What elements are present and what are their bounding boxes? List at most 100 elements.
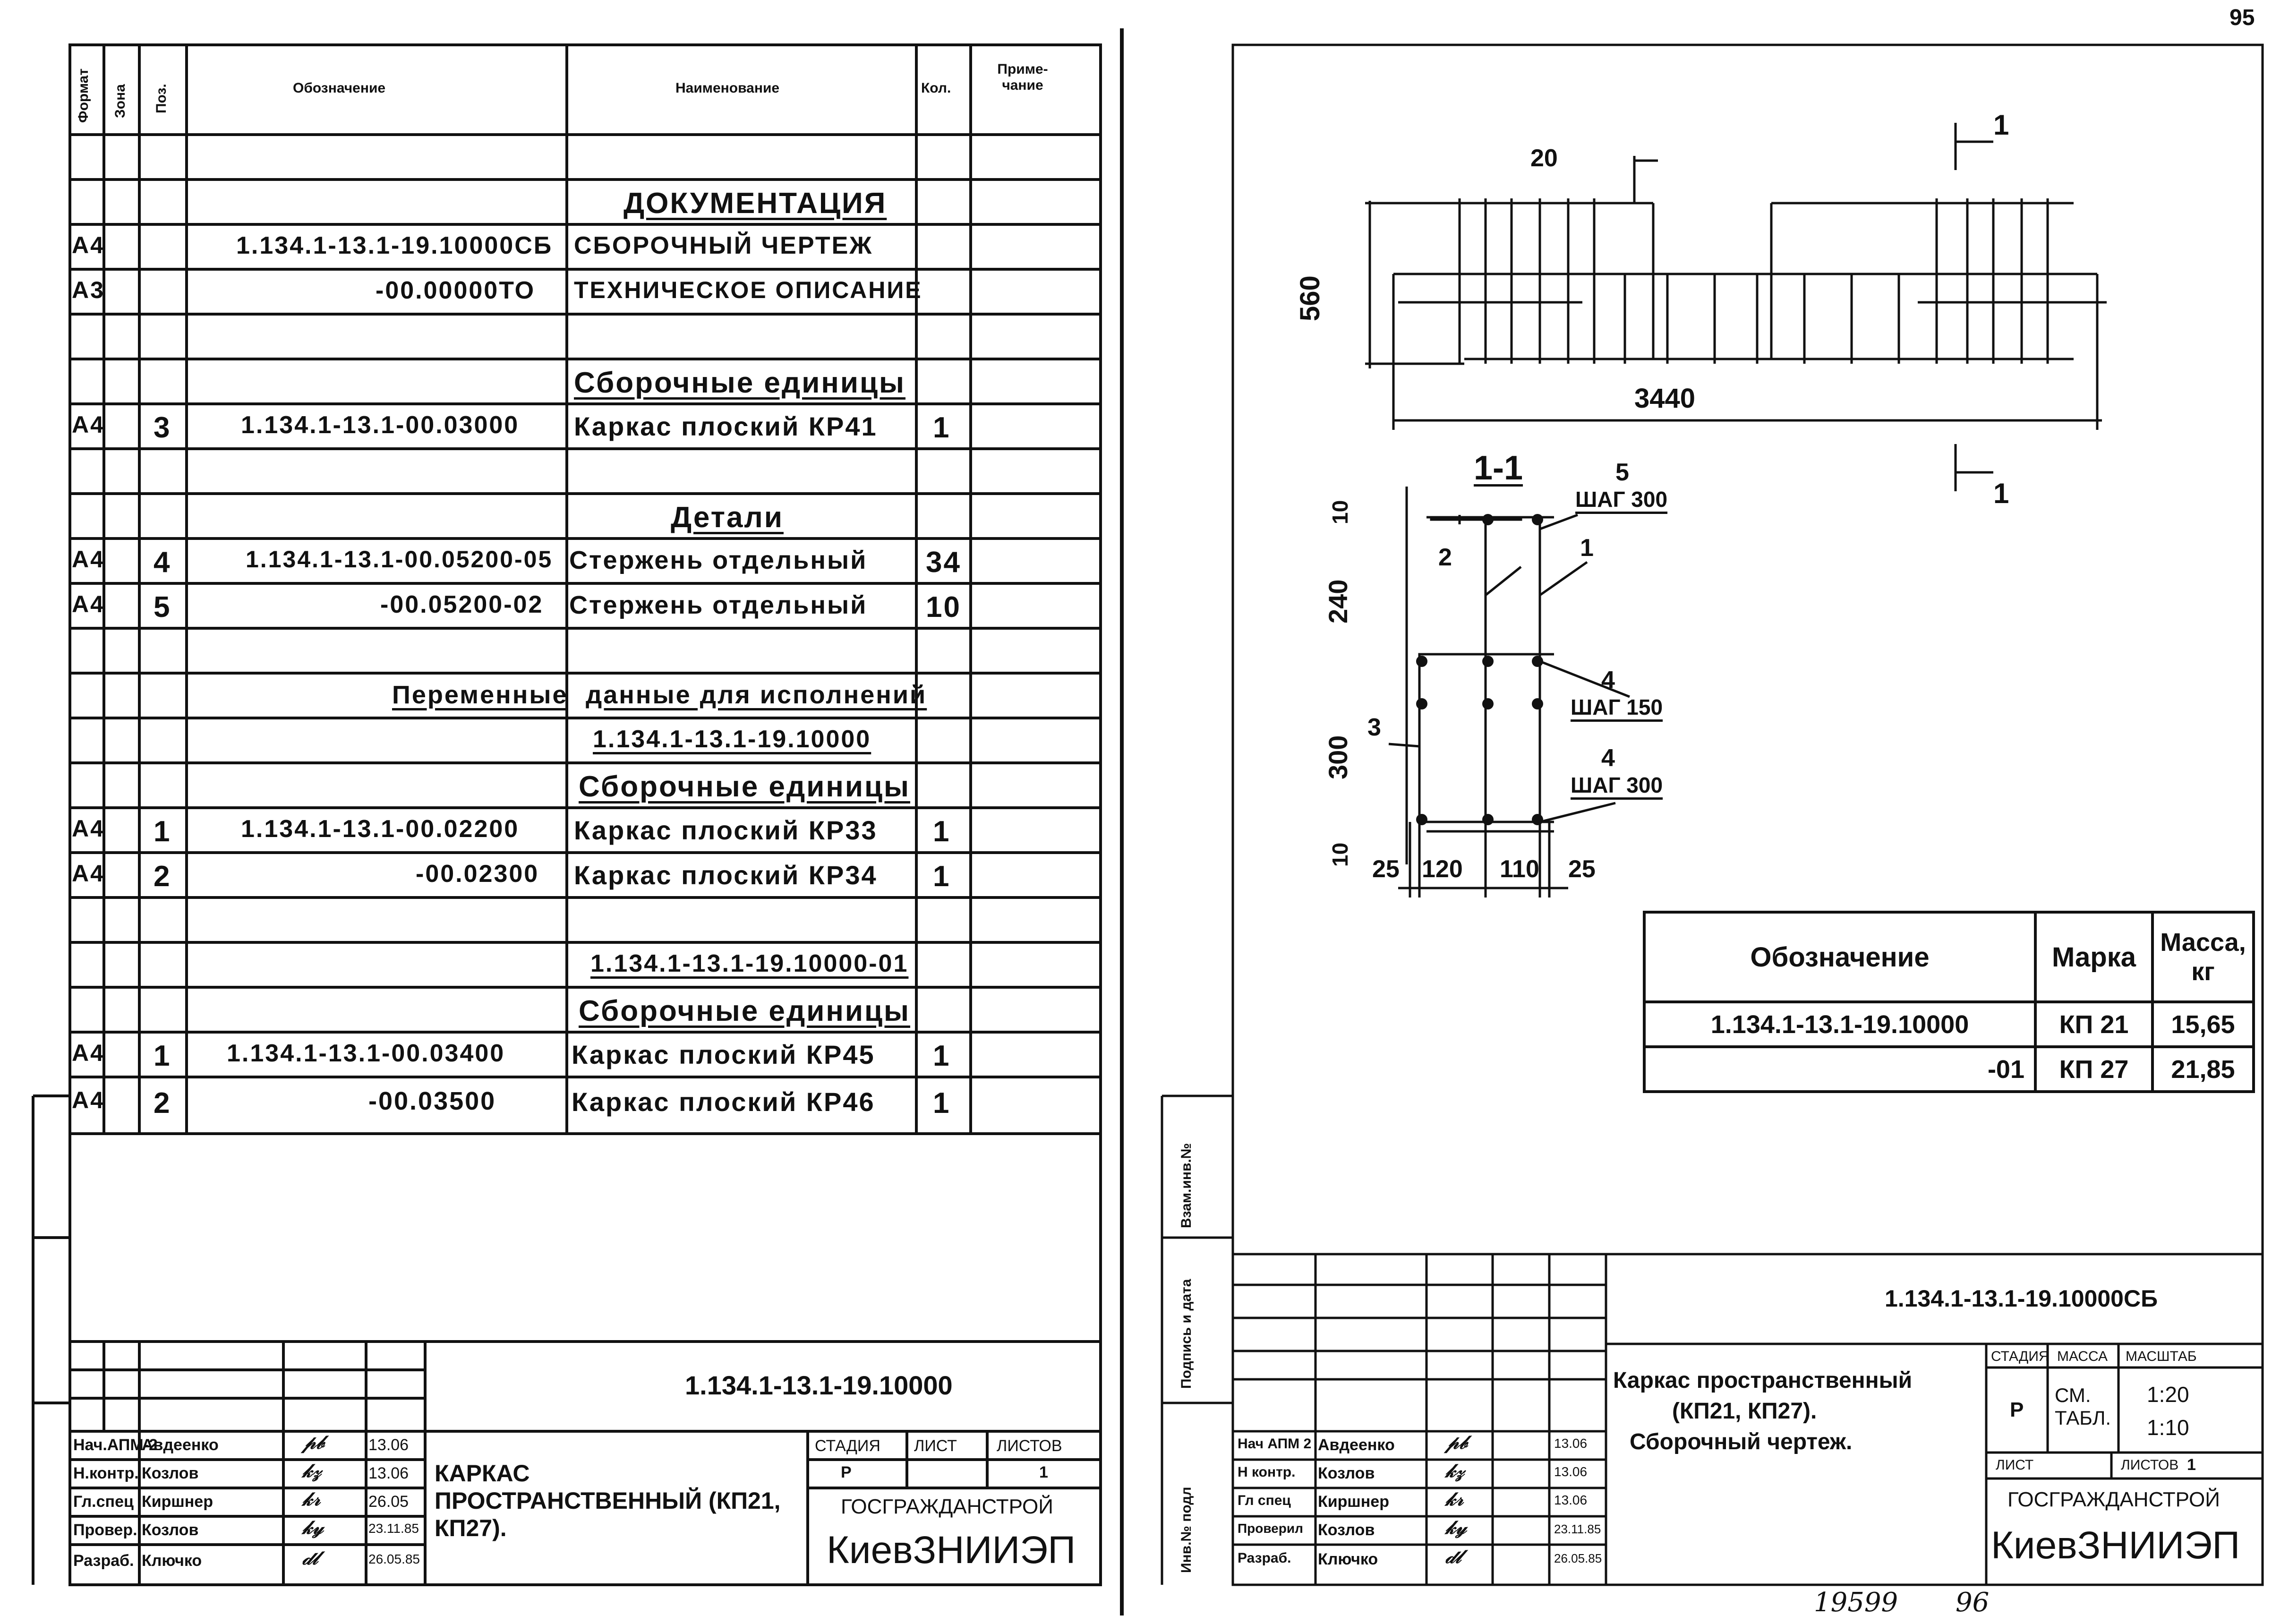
side-label: Подпись и дата bbox=[1179, 1279, 1194, 1389]
row-designation: 1.134.1-13.1-00.05200-05 bbox=[246, 546, 553, 573]
row-designation: -00.05200-02 bbox=[380, 591, 544, 618]
header-zone: Зона bbox=[112, 84, 128, 118]
row-designation: -00.03500 bbox=[368, 1087, 496, 1115]
variable-data-label: Переменные bbox=[392, 681, 568, 709]
row-quantity: 1 bbox=[933, 1087, 951, 1120]
dim-label: 560 bbox=[1295, 275, 1325, 321]
variable-data-label-cont: данные для исполнений bbox=[586, 681, 927, 709]
dim-label: 110 bbox=[1500, 855, 1539, 883]
mass-table-header: Обозначение bbox=[1643, 911, 2037, 1003]
role-label: Н контр. bbox=[1238, 1464, 1296, 1480]
sheet-header: ЛИСТ bbox=[914, 1437, 957, 1455]
row-position: 2 bbox=[154, 860, 171, 893]
step-label: ШАГ 150 bbox=[1571, 695, 1663, 719]
position-label: 4 bbox=[1601, 744, 1615, 772]
stage-value: Р bbox=[841, 1463, 852, 1481]
row-position: 5 bbox=[154, 591, 171, 624]
drawing-code: 1.134.1-13.1-19.10000 bbox=[685, 1370, 953, 1400]
sign-date: 26.05 bbox=[368, 1493, 409, 1511]
dim-label: 25 bbox=[1568, 855, 1596, 883]
org-institute: КиевЗНИИЭП bbox=[827, 1529, 1076, 1572]
row-quantity: 10 bbox=[926, 591, 961, 624]
row-designation: -00.02300 bbox=[416, 860, 539, 888]
mass-header: МАССА bbox=[2057, 1349, 2108, 1364]
row-name: Стержень отдельный bbox=[569, 591, 868, 619]
variant-code: 1.134.1-13.1-19.10000 bbox=[593, 726, 871, 753]
row-position: 2 bbox=[154, 1087, 171, 1120]
person-name: Ключко bbox=[1318, 1550, 1378, 1568]
org-institute: КиевЗНИИЭП bbox=[1991, 1524, 2240, 1567]
row-name: Каркас плоский КР46 bbox=[572, 1087, 875, 1117]
role-label: Нач.АПМ-2 bbox=[73, 1436, 158, 1454]
mass-table-header: Масса, кг bbox=[2151, 911, 2255, 1003]
sign-date: 26.05.85 bbox=[368, 1552, 420, 1566]
person-name: Авдеенко bbox=[1318, 1436, 1395, 1454]
row-format: А4 bbox=[72, 411, 105, 438]
side-label: Инв.№ подл bbox=[1179, 1487, 1194, 1573]
section-assembly-units: Сборочные единицы bbox=[579, 770, 910, 803]
cut-marker-label: 1 bbox=[1993, 478, 2009, 509]
sign-date: 13.06 bbox=[368, 1464, 409, 1482]
scale-value: 1:20 bbox=[2147, 1382, 2189, 1407]
row-format: А4 bbox=[72, 591, 105, 617]
header-name: Наименование bbox=[675, 80, 780, 96]
position-label: 2 bbox=[1438, 544, 1452, 571]
section-assembly-units: Сборочные единицы bbox=[574, 367, 905, 399]
person-name: Авдеенко bbox=[142, 1436, 219, 1454]
role-label: Н.контр. bbox=[73, 1464, 139, 1482]
signature: 𝓀𝓎 bbox=[302, 1516, 324, 1539]
rebar-dots bbox=[1416, 514, 1543, 825]
page-number: 95 bbox=[2229, 5, 2255, 30]
mass-table-cell: 21,85 bbox=[2151, 1045, 2255, 1093]
row-name: ТЕХНИЧЕСКОЕ ОПИСАНИЕ bbox=[574, 277, 922, 303]
step-label: ШАГ 300 bbox=[1571, 773, 1663, 797]
role-label: Гл.спец bbox=[73, 1493, 134, 1511]
header-format: Формат bbox=[76, 68, 91, 123]
row-format: А3 bbox=[72, 277, 105, 303]
dim-label: 25 bbox=[1372, 855, 1400, 883]
position-label: 4 bbox=[1601, 667, 1615, 694]
signature: 𝓀𝓇 bbox=[1445, 1488, 1464, 1510]
dim-label: 10 bbox=[1328, 500, 1352, 524]
row-quantity: 1 bbox=[933, 411, 951, 444]
signature: 𝓀𝓇 bbox=[302, 1488, 321, 1510]
header-quantity: Кол. bbox=[921, 80, 951, 96]
row-designation: -00.00000ТО bbox=[376, 277, 536, 304]
row-name: Стержень отдельный bbox=[569, 546, 868, 574]
row-format: А4 bbox=[72, 860, 105, 887]
sign-date: 13.06 bbox=[1554, 1436, 1588, 1451]
org-name: ГОСГРАЖДАНСТРОЙ bbox=[841, 1495, 1053, 1518]
scale-header: МАСШТАБ bbox=[2126, 1349, 2197, 1364]
row-name: Каркас плоский КР45 bbox=[572, 1040, 875, 1069]
section-title: 1-1 bbox=[1474, 449, 1523, 487]
signature: 𝓅𝒷 bbox=[302, 1431, 324, 1453]
role-label: Проверил bbox=[1238, 1521, 1303, 1536]
person-name: Киршнер bbox=[142, 1493, 213, 1511]
sheets-value: 1 bbox=[1039, 1463, 1048, 1481]
sheet-header: ЛИСТ bbox=[1996, 1457, 2034, 1473]
section-details: Детали bbox=[671, 501, 784, 534]
signature: 𝒹𝓁 bbox=[1445, 1546, 1461, 1568]
header-position: Поз. bbox=[154, 84, 169, 113]
row-designation: 1.134.1-13.1-00.03000 bbox=[241, 411, 520, 439]
sheets-value: 1 bbox=[2187, 1456, 2196, 1474]
row-quantity: 1 bbox=[933, 1040, 951, 1072]
mass-table: Обозначение Марка Масса, кг 1.134.1-13.1… bbox=[1643, 911, 2255, 1093]
section-assembly-units: Сборочные единицы bbox=[579, 995, 910, 1027]
person-name: Козлов bbox=[142, 1464, 199, 1482]
row-position: 1 bbox=[154, 815, 171, 848]
variant-code: 1.134.1-13.1-19.10000-01 bbox=[590, 950, 909, 977]
signature: 𝓅𝒷 bbox=[1445, 1431, 1467, 1453]
drawing-title-line: (КП21, КП27). bbox=[1672, 1399, 1817, 1424]
drawing-code: 1.134.1-13.1-19.10000СБ bbox=[1885, 1285, 2158, 1312]
side-label: Взам.инв.№ bbox=[1179, 1143, 1194, 1228]
row-format: А4 bbox=[72, 546, 105, 573]
row-name: Каркас плоский КР34 bbox=[574, 860, 878, 890]
sheets-header: ЛИСТОВ bbox=[997, 1437, 1062, 1455]
sign-date: 13.06 bbox=[1554, 1464, 1588, 1479]
dim-label: 240 bbox=[1323, 579, 1353, 624]
section-documentation: ДОКУМЕНТАЦИЯ bbox=[623, 187, 887, 220]
person-name: Киршнер bbox=[1318, 1493, 1389, 1511]
person-name: Козлов bbox=[1318, 1464, 1375, 1482]
